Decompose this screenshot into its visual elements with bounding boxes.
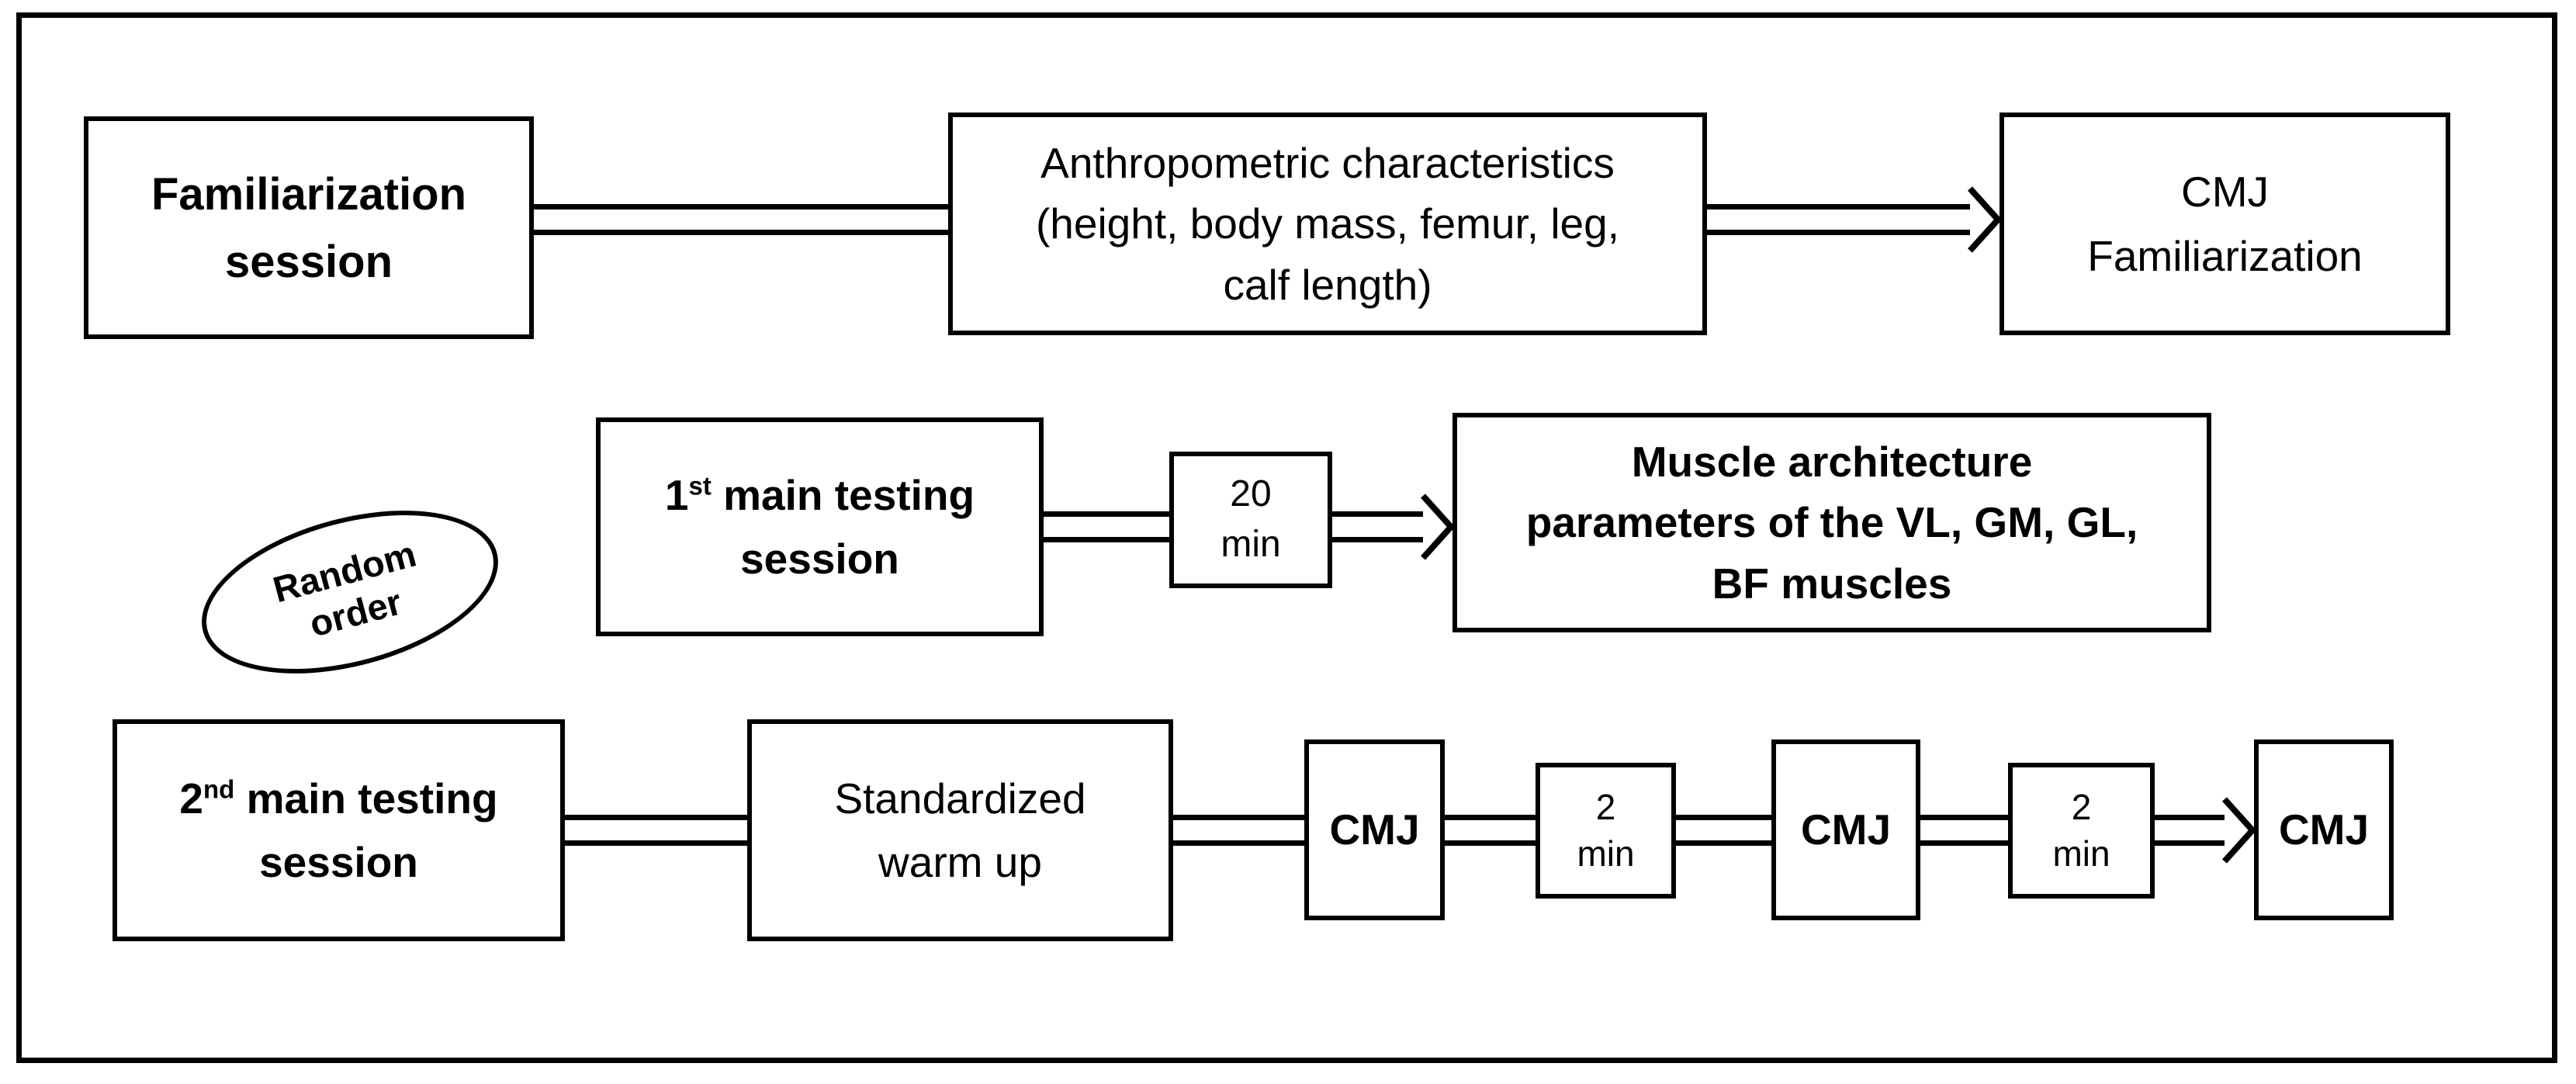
- arrow-shaft: [1920, 815, 2008, 846]
- arrow-shaft: [1445, 815, 1536, 846]
- box-familiarization-session: Familiarization session: [84, 116, 534, 339]
- second-main-session-line2: session: [259, 838, 418, 886]
- cmj-2-label: CMJ: [1800, 805, 1892, 854]
- cmj-1-label: CMJ: [1329, 805, 1420, 854]
- arrow-head-icon: [1421, 494, 1454, 560]
- arrow-shaft: [534, 204, 948, 235]
- connector-2min-b-to-cmj3: [2155, 797, 2256, 864]
- rest-20min-line1: 20: [1230, 473, 1272, 515]
- rest-2min-b-label: 2 min: [2013, 784, 2150, 878]
- box-cmj-familiarization: CMJ Familiarization: [2000, 113, 2450, 335]
- first-main-session-line2: session: [740, 535, 899, 583]
- rest-2min-b-line2: min: [2052, 833, 2110, 874]
- first-session-ordinal-suffix: st: [688, 471, 712, 500]
- box-2min-rest-a: 2 min: [1536, 763, 1676, 899]
- muscle-architecture-label: Muscle architecture parameters of the VL…: [1457, 431, 2207, 613]
- rest-2min-a-line1: 2: [1595, 786, 1616, 827]
- familiarization-session-label: Familiarization session: [88, 161, 529, 296]
- warmup-line1: Standardized: [834, 774, 1086, 823]
- box-cmj-3: CMJ: [2254, 739, 2394, 920]
- cmj-familiarization-line2: Familiarization: [2087, 231, 2363, 280]
- cmj-familiarization-label: CMJ Familiarization: [2004, 160, 2446, 288]
- box-muscle-architecture-parameters: Muscle architecture parameters of the VL…: [1452, 413, 2211, 632]
- connector-20min-to-muscle-architecture: [1332, 494, 1454, 560]
- connector-familiarization-to-anthropometric: [534, 204, 948, 235]
- connector-2min-a-to-cmj2: [1676, 815, 1771, 846]
- rest-2min-a-label: 2 min: [1540, 784, 1671, 878]
- box-second-main-testing-session: 2nd main testing session: [113, 719, 565, 941]
- second-main-session-line1: 2nd main testing: [117, 767, 560, 831]
- box-standardized-warmup: Standardized warm up: [747, 719, 1173, 941]
- arrow-head-icon: [1968, 186, 2001, 253]
- muscle-architecture-line3: BF muscles: [1712, 559, 1952, 608]
- cmj-familiarization-line1: CMJ: [2180, 168, 2270, 216]
- anthropometric-line2: (height, body mass, femur, leg,: [1035, 199, 1620, 248]
- box-2min-rest-b: 2 min: [2008, 763, 2155, 899]
- first-session-ordinal: 1: [664, 470, 689, 519]
- muscle-architecture-line2: parameters of the VL, GM, GL,: [1525, 498, 2138, 547]
- arrow-shaft: [565, 815, 747, 846]
- arrow-shaft: [1332, 511, 1428, 542]
- rest-2min-b-line1: 2: [2071, 786, 2092, 827]
- arrow-head-icon: [2222, 797, 2256, 864]
- arrow-shaft: [1173, 815, 1304, 846]
- warmup-label: Standardized warm up: [752, 767, 1169, 895]
- connector-second-session-to-warmup: [565, 815, 747, 846]
- warmup-line2: warm up: [878, 838, 1042, 886]
- connector-first-session-to-20min: [1044, 511, 1169, 542]
- arrow-shaft: [1707, 204, 1975, 235]
- arrow-shaft: [1676, 815, 1771, 846]
- second-session-ordinal-suffix: nd: [203, 774, 235, 804]
- second-session-ordinal: 2: [179, 774, 204, 823]
- box-cmj-2: CMJ: [1771, 739, 1920, 920]
- first-main-session-label: 1st main testing session: [601, 463, 1039, 591]
- connector-warmup-to-cmj1: [1173, 815, 1304, 846]
- familiarization-line1: Familiarization: [151, 168, 467, 220]
- arrow-shaft: [1044, 511, 1169, 542]
- connector-anthropometric-to-cmj-familiarization: [1707, 186, 2001, 253]
- box-20min-rest: 20 min: [1169, 452, 1332, 588]
- anthropometric-label: Anthropometric characteristics (height, …: [953, 133, 1702, 314]
- connector-cmj2-to-2min-b: [1920, 815, 2008, 846]
- second-main-session-label: 2nd main testing session: [117, 767, 560, 895]
- anthropometric-line3: calf length): [1223, 260, 1432, 309]
- rest-20min-label: 20 min: [1174, 469, 1328, 570]
- anthropometric-line1: Anthropometric characteristics: [1040, 139, 1615, 188]
- cmj-3-label: CMJ: [2278, 805, 2370, 854]
- second-session-line1-rest: main testing: [234, 774, 498, 823]
- familiarization-line2: session: [225, 236, 393, 287]
- box-first-main-testing-session: 1st main testing session: [596, 417, 1044, 636]
- rest-20min-line2: min: [1220, 524, 1281, 565]
- first-main-session-line1: 1st main testing: [601, 463, 1039, 528]
- first-session-line1-rest: main testing: [711, 470, 975, 519]
- arrow-shaft: [2155, 815, 2229, 846]
- rest-2min-a-line2: min: [1577, 833, 1635, 874]
- muscle-architecture-line1: Muscle architecture: [1631, 438, 2033, 487]
- box-anthropometric-characteristics: Anthropometric characteristics (height, …: [948, 113, 1707, 335]
- connector-cmj1-to-2min-a: [1445, 815, 1536, 846]
- box-cmj-1: CMJ: [1304, 739, 1445, 920]
